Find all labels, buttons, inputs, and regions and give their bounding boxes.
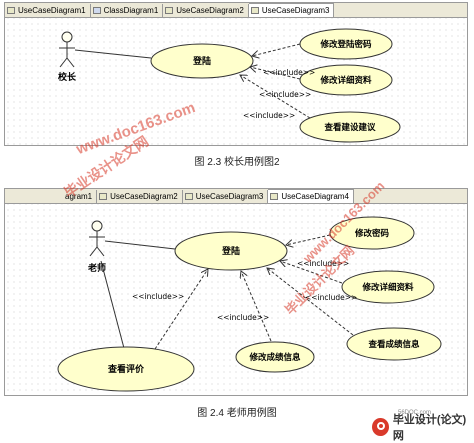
tab-usecasediagram3[interactable]: UseCaseDiagram3 (248, 3, 335, 17)
include-arrow (241, 271, 272, 342)
class-diagram-icon (92, 7, 101, 14)
usecase-view-evaluation[interactable]: 查看评价 (57, 346, 195, 392)
include-label: <<include>> (259, 90, 311, 99)
logo-url: 56DOC.com (398, 410, 432, 416)
include-arrow (267, 268, 354, 336)
include-arrow (250, 67, 301, 80)
site-logo: 毕业设计(论文)网 (372, 414, 472, 442)
include-label: <<include>> (263, 68, 315, 77)
association-line (100, 260, 126, 353)
include-label: <<include>> (305, 293, 357, 302)
usecase-label: 修改密码 (354, 228, 390, 239)
tab-label: UseCaseDiagram2 (176, 6, 244, 15)
usecase-edit-scores[interactable]: 修改成绩信息 (235, 341, 315, 373)
include-arrow (154, 269, 208, 350)
usecase-label: 查看成绩信息 (367, 339, 420, 350)
diagram-tab-bar: agram1 UseCaseDiagram2 UseCaseDiagram3 U… (5, 189, 467, 204)
diagram-editor-2: agram1 UseCaseDiagram2 UseCaseDiagram3 U… (4, 188, 468, 396)
usecase-diagram-icon (184, 193, 193, 200)
tab-label: UseCaseDiagram4 (281, 192, 349, 201)
actor-head (61, 31, 73, 43)
usecase-view-suggestions[interactable]: 查看建设建议 (299, 111, 401, 143)
usecase-label: 登陆 (192, 55, 211, 67)
usecase-login[interactable]: 登陆 (174, 231, 288, 271)
tab-label: agram1 (65, 192, 93, 201)
usecase-diagram-icon (250, 7, 259, 14)
association-line (104, 240, 176, 250)
include-arrow (240, 75, 311, 119)
usecase-edit-profile[interactable]: 修改详细资料 (341, 270, 435, 304)
usecase-label: 修改详细资料 (361, 282, 414, 293)
usecase-label: 修改成绩信息 (248, 352, 301, 363)
tab-label: UseCaseDiagram3 (261, 6, 330, 15)
usecase-label: 修改登陆密码 (319, 39, 372, 50)
figure-caption-2-3: 图 2.3 校长用例图2 (194, 157, 280, 168)
tab-classdiagram1[interactable]: ClassDiagram1 (90, 4, 164, 17)
usecase-label: 修改详细资料 (319, 75, 372, 86)
actor-principal[interactable]: 校长 (58, 31, 77, 83)
usecase-canvas-1: 校长 登陆 修改登陆密码 修改详细资料 查看建设建议 <<include>> <… (58, 28, 401, 143)
usecase-diagram-icon (99, 193, 108, 200)
tab-usecasediagram2[interactable]: UseCaseDiagram2 (163, 4, 249, 17)
include-label: <<include>> (217, 313, 269, 322)
diagram-tab-bar: UseCaseDiagram1 ClassDiagram1 UseCaseDia… (5, 3, 467, 18)
usecase-label: 查看评价 (107, 363, 145, 375)
actor-teacher[interactable]: 老师 (87, 220, 106, 274)
tab-label: UseCaseDiagram3 (195, 192, 264, 201)
usecase-label: 查看建设建议 (323, 122, 376, 133)
actor-label: 校长 (58, 71, 77, 83)
tab-usecasediagram3[interactable]: UseCaseDiagram3 (182, 190, 269, 203)
tab-usecasediagram4[interactable]: UseCaseDiagram4 (268, 189, 354, 203)
include-label: <<include>> (297, 259, 349, 268)
include-arrow (286, 234, 331, 245)
diagram-editor-1: UseCaseDiagram1 ClassDiagram1 UseCaseDia… (4, 2, 468, 146)
usecase-edit-password[interactable]: 修改密码 (329, 216, 415, 250)
usecase-diagram-icon (7, 7, 15, 14)
include-arrow (280, 261, 343, 284)
tab-usecasediagram2[interactable]: UseCaseDiagram2 (97, 190, 183, 203)
actor-label: 老师 (87, 262, 106, 274)
tab-label: UseCaseDiagram1 (18, 6, 86, 15)
include-arrow (252, 43, 301, 56)
usecase-diagram-icon (270, 193, 279, 200)
logo-text: 毕业设计(论文)网 (392, 414, 467, 442)
usecase-view-scores[interactable]: 查看成绩信息 (346, 327, 442, 361)
include-label: <<include>> (132, 292, 184, 301)
usecase-canvas-2: 老师 登陆 修改密码 修改详细资料 查看成绩信息 修改成绩信息 (57, 216, 442, 392)
tab-diagram1-partial[interactable]: agram1 (5, 190, 98, 203)
usecase-edit-profile[interactable]: 修改详细资料 (299, 64, 393, 96)
logo-icon (372, 418, 389, 436)
tab-usecasediagram1[interactable]: UseCaseDiagram1 (5, 4, 91, 17)
tab-label: ClassDiagram1 (103, 6, 159, 15)
usecase-login[interactable]: 登陆 (150, 43, 254, 79)
actor-head (91, 220, 103, 232)
usecase-label: 登陆 (221, 245, 240, 257)
association-line (74, 49, 152, 59)
include-label: <<include>> (243, 111, 295, 120)
usecase-edit-login-password[interactable]: 修改登陆密码 (299, 28, 393, 60)
usecase-diagram-icon (165, 7, 174, 14)
tab-label: UseCaseDiagram2 (110, 192, 178, 201)
figure-caption-2-4: 图 2.4 老师用例图 (197, 408, 277, 419)
